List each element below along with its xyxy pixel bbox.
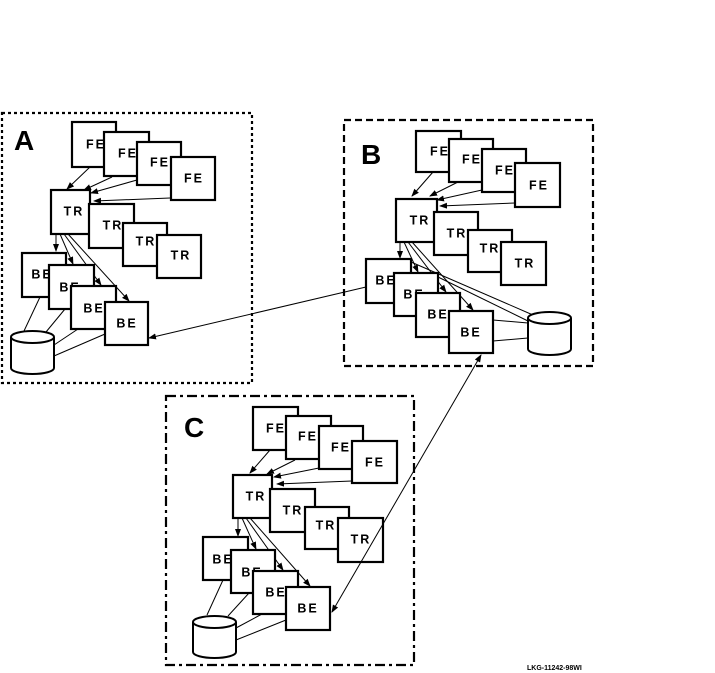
- be-node: BE: [414, 291, 462, 339]
- svg-text:FE: FE: [430, 144, 450, 158]
- svg-text:BE: BE: [116, 316, 137, 330]
- svg-text:FE: FE: [331, 440, 351, 454]
- svg-text:BE: BE: [265, 585, 286, 599]
- svg-text:FE: FE: [150, 155, 170, 169]
- link-b-to-a: [148, 286, 367, 340]
- svg-text:FE: FE: [365, 455, 385, 469]
- svg-text:BE: BE: [31, 267, 52, 281]
- panel-c-label: C: [184, 412, 204, 443]
- panel-a-label: A: [14, 125, 34, 156]
- svg-text:FE: FE: [529, 178, 549, 192]
- be-node: BE: [447, 309, 495, 355]
- tr-node: TR: [499, 240, 548, 287]
- panel-b-label: B: [361, 139, 381, 170]
- svg-text:TR: TR: [351, 532, 372, 546]
- svg-text:BE: BE: [297, 601, 318, 615]
- svg-text:FE: FE: [266, 421, 286, 435]
- fe-node: FE: [102, 130, 151, 178]
- panel-b: B FE FE FE FE TR TR TR TR BE BE BE BE: [342, 118, 595, 368]
- svg-text:TR: TR: [410, 213, 431, 227]
- svg-text:BE: BE: [460, 325, 481, 339]
- svg-text:TR: TR: [64, 204, 85, 218]
- tr-node: TR: [231, 473, 274, 520]
- svg-text:TR: TR: [171, 248, 192, 262]
- be-node: BE: [284, 585, 332, 632]
- svg-text:TR: TR: [136, 234, 157, 248]
- svg-text:BE: BE: [83, 301, 104, 315]
- tr-node: TR: [394, 197, 439, 244]
- tr-node: TR: [49, 188, 92, 236]
- svg-text:TR: TR: [480, 241, 501, 255]
- database-icon: [527, 311, 572, 356]
- fe-node: FE: [169, 155, 217, 202]
- svg-text:FE: FE: [462, 152, 482, 166]
- svg-text:FE: FE: [184, 171, 204, 185]
- svg-text:FE: FE: [495, 163, 515, 177]
- svg-text:TR: TR: [515, 256, 536, 270]
- svg-text:BE: BE: [375, 273, 396, 287]
- tr-node: TR: [155, 233, 203, 280]
- svg-text:FE: FE: [86, 137, 106, 151]
- database-icon: [10, 330, 55, 375]
- panel-a: A FE FE FE FE TR TR TR TR BE BE BE BE: [0, 111, 254, 385]
- svg-text:TR: TR: [316, 518, 337, 532]
- database-icon: [192, 615, 237, 659]
- svg-text:BE: BE: [427, 307, 448, 321]
- svg-text:TR: TR: [283, 503, 304, 517]
- svg-text:TR: TR: [447, 226, 468, 240]
- fe-node: FE: [350, 439, 399, 485]
- svg-text:FE: FE: [118, 146, 138, 160]
- svg-text:FE: FE: [298, 429, 318, 443]
- link-b-c-bidirectional: [331, 354, 482, 613]
- be-node: BE: [201, 535, 250, 582]
- panel-c: C FE FE FE FE TR TR TR TR BE BE BE BE: [164, 394, 416, 667]
- tr-node: TR: [336, 516, 385, 564]
- be-node: BE: [103, 300, 150, 347]
- fe-node: FE: [513, 161, 562, 209]
- figure-code: LKG-11242-98WI: [527, 665, 582, 672]
- svg-text:TR: TR: [246, 489, 267, 503]
- panel-a-frame: [0, 111, 254, 385]
- svg-text:BE: BE: [212, 552, 233, 566]
- svg-text:TR: TR: [103, 218, 124, 232]
